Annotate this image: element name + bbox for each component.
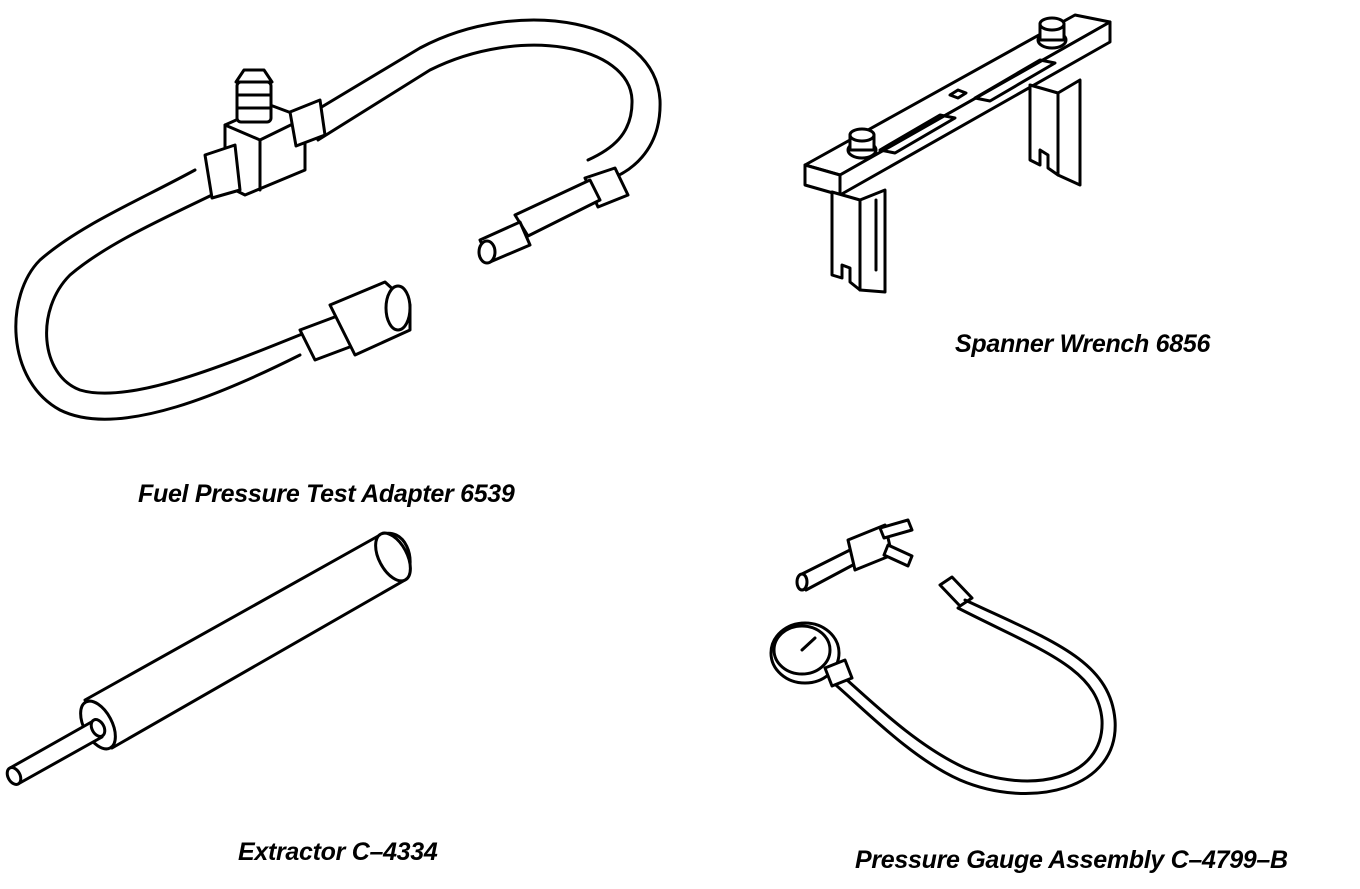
caption-spanner-wrench: Spanner Wrench 6856 xyxy=(955,330,1211,358)
pressure-gauge-icon xyxy=(769,518,1117,795)
caption-extractor: Extractor C–4334 xyxy=(238,838,438,866)
extractor-rod-icon xyxy=(5,531,412,786)
hose-adapter-icon xyxy=(14,18,662,421)
spanner-wrench-icon xyxy=(803,13,1112,294)
caption-pressure-gauge-assembly: Pressure Gauge Assembly C–4799–B xyxy=(855,846,1288,874)
caption-fuel-pressure-test-adapter: Fuel Pressure Test Adapter 6539 xyxy=(138,480,515,508)
